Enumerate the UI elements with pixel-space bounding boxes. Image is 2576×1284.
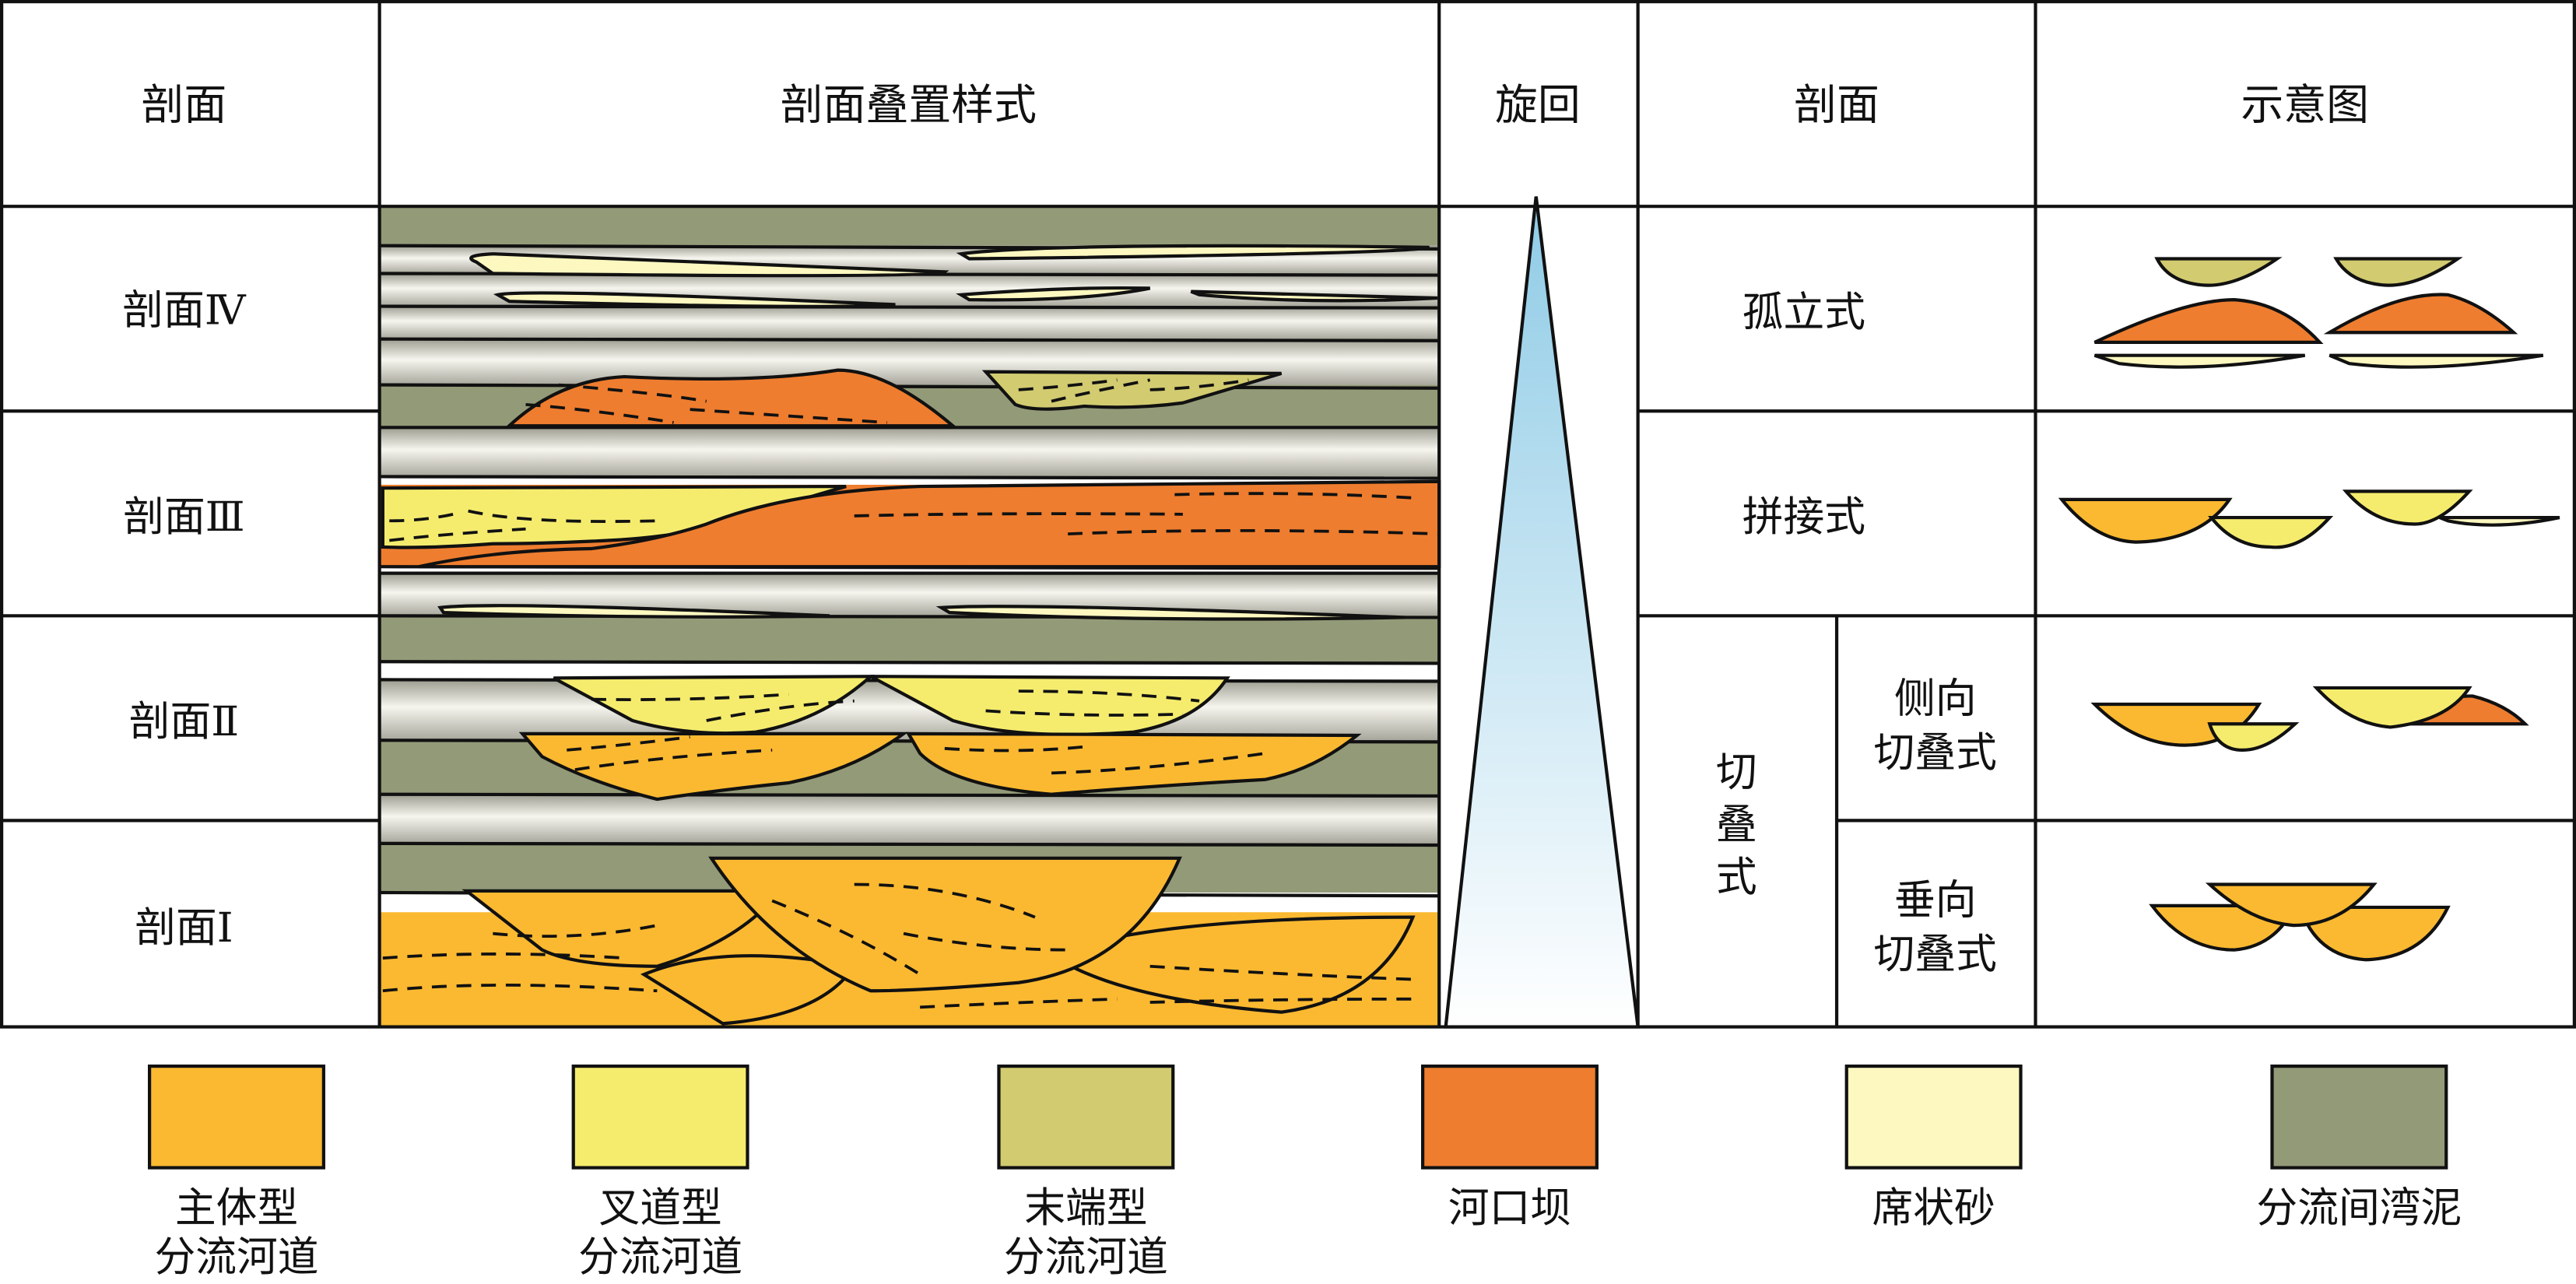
cycle-triangle — [1444, 196, 1641, 1029]
sketch-isolated — [2093, 257, 2544, 369]
legend-swatch — [2270, 1064, 2448, 1170]
table-grid — [0, 0, 2576, 1029]
header-section: 剖面 — [142, 80, 227, 130]
legend-label: 分流河道 — [1004, 1233, 1168, 1281]
style-vertical: 垂向 — [1894, 876, 1977, 924]
header-sketch: 示意图 — [2241, 80, 2369, 130]
legend: 主体型分流河道叉道型分流河道末端型分流河道河口坝席状砂分流间湾泥 — [147, 1064, 2462, 1281]
sketch-spliced — [2058, 489, 2560, 549]
style-vertical: 切叠式 — [1874, 931, 1997, 978]
style-cut-stack: 切 — [1716, 749, 1757, 796]
sketch-vertical — [2149, 882, 2451, 962]
style-cut-stack: 叠 — [1716, 802, 1757, 849]
row-label: 剖面Ⅳ — [122, 287, 247, 335]
style-cut-stack: 式 — [1716, 854, 1757, 901]
style-isolated: 孤立式 — [1742, 289, 1865, 336]
header-stacking: 剖面叠置样式 — [781, 80, 1037, 130]
style-spliced: 拼接式 — [1742, 493, 1865, 541]
legend-label: 分流河道 — [154, 1233, 318, 1281]
style-lateral: 侧向 — [1894, 675, 1977, 723]
style-lateral: 切叠式 — [1874, 729, 1997, 777]
legend-label: 河口坝 — [1448, 1184, 1571, 1232]
legend-swatch — [1420, 1064, 1599, 1170]
legend-swatch — [1844, 1064, 2023, 1170]
row-label: 剖面Ⅰ — [135, 904, 233, 952]
legend-label: 席状砂 — [1872, 1184, 1995, 1232]
legend-label: 分流间湾泥 — [2256, 1184, 2462, 1232]
legend-label: 末端型 — [1024, 1184, 1147, 1232]
row-label: 剖面Ⅱ — [129, 698, 239, 745]
header-section-2: 剖面 — [1794, 80, 1879, 130]
header-cycle: 旋回 — [1495, 80, 1581, 130]
legend-label: 主体型 — [175, 1184, 298, 1232]
legend-swatch — [571, 1064, 749, 1170]
legend-label: 叉道型 — [598, 1184, 721, 1232]
row-label: 剖面Ⅲ — [123, 493, 244, 541]
legend-swatch — [997, 1064, 1175, 1170]
stacking-section — [379, 206, 1441, 1027]
sketch-lateral — [2090, 686, 2529, 753]
legend-label: 分流河道 — [578, 1233, 742, 1281]
legend-swatch — [147, 1064, 325, 1170]
